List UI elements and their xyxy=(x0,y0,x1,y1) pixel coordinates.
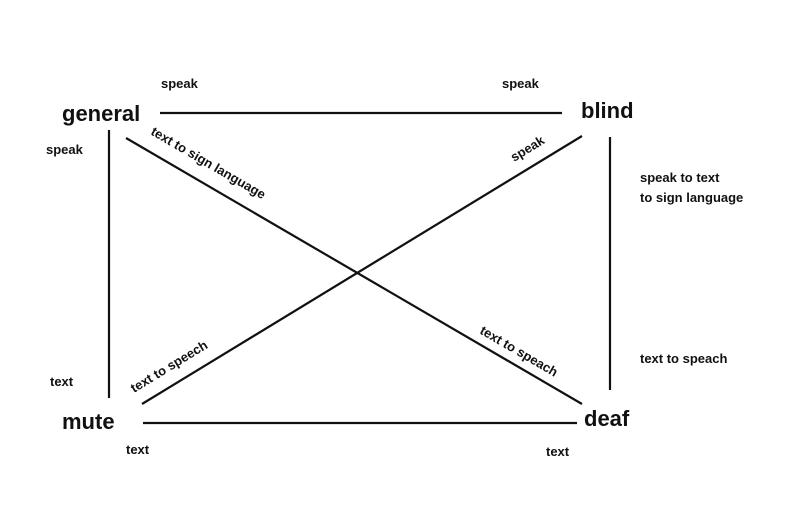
label-general-blind-left: speak xyxy=(161,76,199,91)
node-blind: blind xyxy=(581,98,634,123)
edge-blind-mute xyxy=(141,135,583,405)
node-mute: mute xyxy=(62,409,115,434)
label-blind-deaf-line2: to sign language xyxy=(640,190,743,205)
label-deaf-blind-text: text to speach xyxy=(640,351,727,366)
label-general-blind-right: speak xyxy=(502,76,540,91)
label-mute-deaf-left: text xyxy=(126,442,150,457)
label-mute-deaf-right: text xyxy=(546,444,570,459)
label-mute-general-bottom: text xyxy=(50,374,74,389)
node-deaf: deaf xyxy=(584,406,630,431)
edge-general-deaf xyxy=(125,137,583,405)
node-general: general xyxy=(62,101,140,126)
label-general-mute-top: speak xyxy=(46,142,84,157)
label-blind-deaf-line1: speak to text xyxy=(640,170,720,185)
